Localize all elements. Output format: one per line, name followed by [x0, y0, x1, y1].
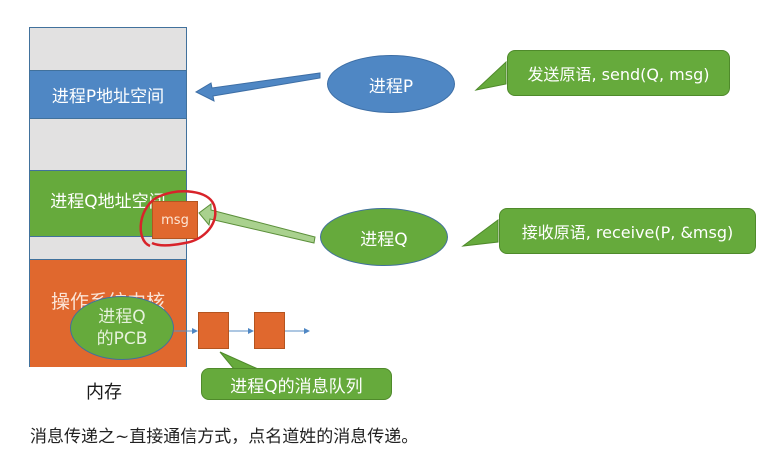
- send-primitive-text: 发送原语, send(Q, msg): [527, 65, 710, 84]
- queue-link-arrows: [174, 328, 310, 334]
- pcb-line2: 的PCB: [96, 329, 148, 349]
- process-p-address-space-label: 进程P地址空间: [51, 87, 165, 107]
- process-p-address-space: 进程P地址空间: [30, 70, 186, 119]
- pcb-line1: 进程Q: [98, 307, 146, 327]
- msg-label: msg: [161, 212, 189, 228]
- process-p-node: 进程P: [327, 55, 455, 113]
- process-q-label: 进程Q: [360, 229, 408, 250]
- free-block: [30, 28, 186, 70]
- caption: 消息传递之~直接通信方式，点名道姓的消息传递。: [30, 427, 419, 447]
- receive-primitive-text: 接收原语, receive(P, &msg): [521, 223, 734, 242]
- send-callout-tail: [474, 60, 507, 91]
- message-queue-text: 进程Q的消息队列: [230, 376, 363, 397]
- process-p-label: 进程P: [368, 76, 414, 97]
- receive-arrow: [198, 203, 316, 244]
- process-q-address-space-label: 进程Q地址空间: [50, 192, 166, 212]
- msg-box: msg: [152, 201, 198, 239]
- free-block: [30, 237, 186, 259]
- memory-label: 内存: [86, 382, 122, 403]
- process-q-node: 进程Q: [320, 208, 448, 266]
- receive-primitive-callout: 接收原语, receive(P, &msg): [499, 208, 756, 254]
- receive-callout-tail: [461, 219, 499, 247]
- send-arrow: [194, 72, 321, 102]
- process-q-pcb: 进程Q 的PCB: [70, 296, 174, 360]
- message-queue-callout: 进程Q的消息队列: [201, 368, 392, 400]
- queue-message-box: [254, 312, 285, 349]
- free-block: [30, 119, 186, 170]
- queue-message-box: [198, 312, 229, 349]
- send-primitive-callout: 发送原语, send(Q, msg): [507, 50, 730, 96]
